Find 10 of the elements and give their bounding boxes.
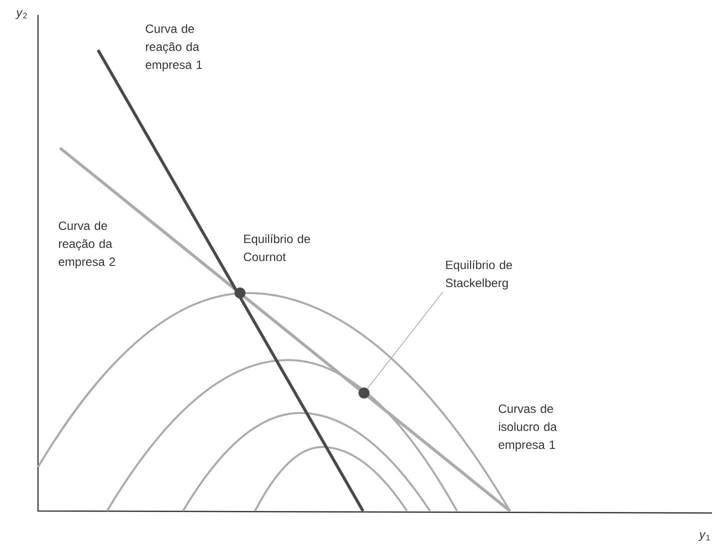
equilibrium-label: Equilíbrio de Cournot bbox=[244, 234, 310, 262]
curve-label: Curva de reação da empresa 1 bbox=[146, 24, 202, 72]
equilibrium-dot bbox=[234, 288, 246, 298]
equilibrium-dot bbox=[358, 387, 370, 398]
curve-label: Curvas de isolucro da empresa 1 bbox=[498, 404, 557, 452]
curve-label: Curva de reação da empresa 2 bbox=[58, 221, 115, 268]
equilibrium-label: Equilíbrio de Stackelberg bbox=[446, 260, 512, 290]
axis-label: y$_{2}$ bbox=[16, 10, 27, 20]
leader-line bbox=[367, 291, 444, 389]
axis-label: y$_{1}$ bbox=[698, 532, 710, 542]
